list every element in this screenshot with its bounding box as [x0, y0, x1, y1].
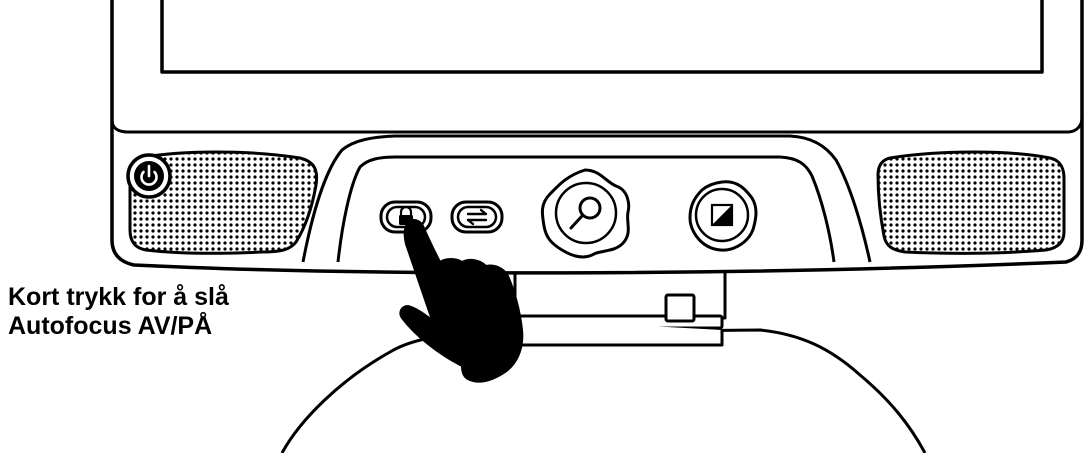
power-icon — [140, 164, 158, 186]
magnification-knob[interactable] — [540, 168, 631, 259]
speaker-left — [128, 150, 319, 255]
pointing-hand-icon — [399, 218, 524, 383]
stand-arm — [488, 270, 727, 347]
magnifier-icon — [569, 196, 602, 230]
swap-button[interactable] — [450, 200, 504, 234]
caption-line-2: Autofocus AV/PÅ — [8, 312, 213, 340]
control-panel — [301, 134, 872, 263]
contrast-knob[interactable] — [688, 180, 758, 252]
contrast-icon — [710, 203, 734, 227]
instruction-caption: Kort trykk for å slå Autofocus AV/PÅ — [8, 283, 229, 341]
speaker-right — [876, 150, 1066, 255]
swap-arrows-icon — [466, 208, 488, 226]
power-button[interactable] — [126, 153, 172, 199]
caption-line-1: Kort trykk for å slå — [8, 283, 229, 311]
screen — [160, 0, 1044, 74]
stand-base — [280, 328, 927, 453]
